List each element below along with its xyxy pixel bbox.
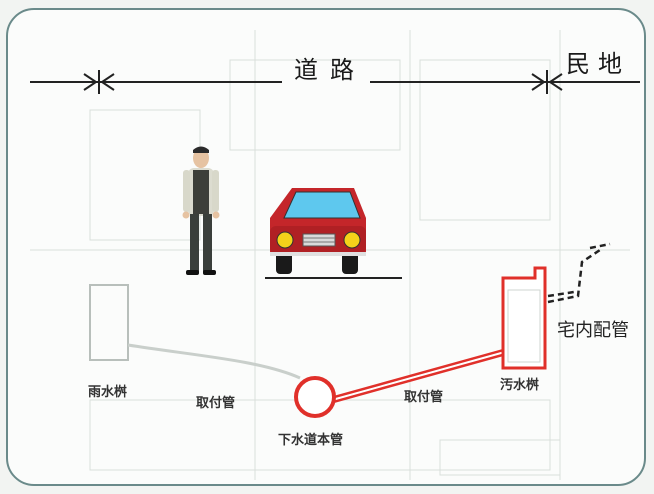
- rain-basin-label: 雨水桝: [88, 385, 128, 400]
- main-sewer-circle: [294, 376, 336, 418]
- road-label: 道路: [294, 56, 366, 84]
- road-dimension-line: [30, 70, 640, 94]
- rain-lateral-pipe: [127, 343, 301, 380]
- sewage-lateral-pipe-inner: [331, 349, 513, 401]
- lateral-pipe-right-label: 取付管: [404, 390, 444, 405]
- person-figure: [182, 146, 220, 275]
- house-piping-dashed: [547, 242, 611, 304]
- lateral-pipe-left-label: 取付管: [196, 396, 236, 411]
- main-sewer-label: 下水道本管: [278, 433, 344, 448]
- sewage-basin-shape: [501, 266, 547, 370]
- house-piping-label: 宅内配管: [557, 320, 629, 341]
- rain-basin-shape: [89, 284, 129, 361]
- private-land-label: 民地: [566, 50, 630, 78]
- car-figure: [265, 188, 402, 279]
- sewage-basin-label: 汚水桝: [500, 378, 540, 393]
